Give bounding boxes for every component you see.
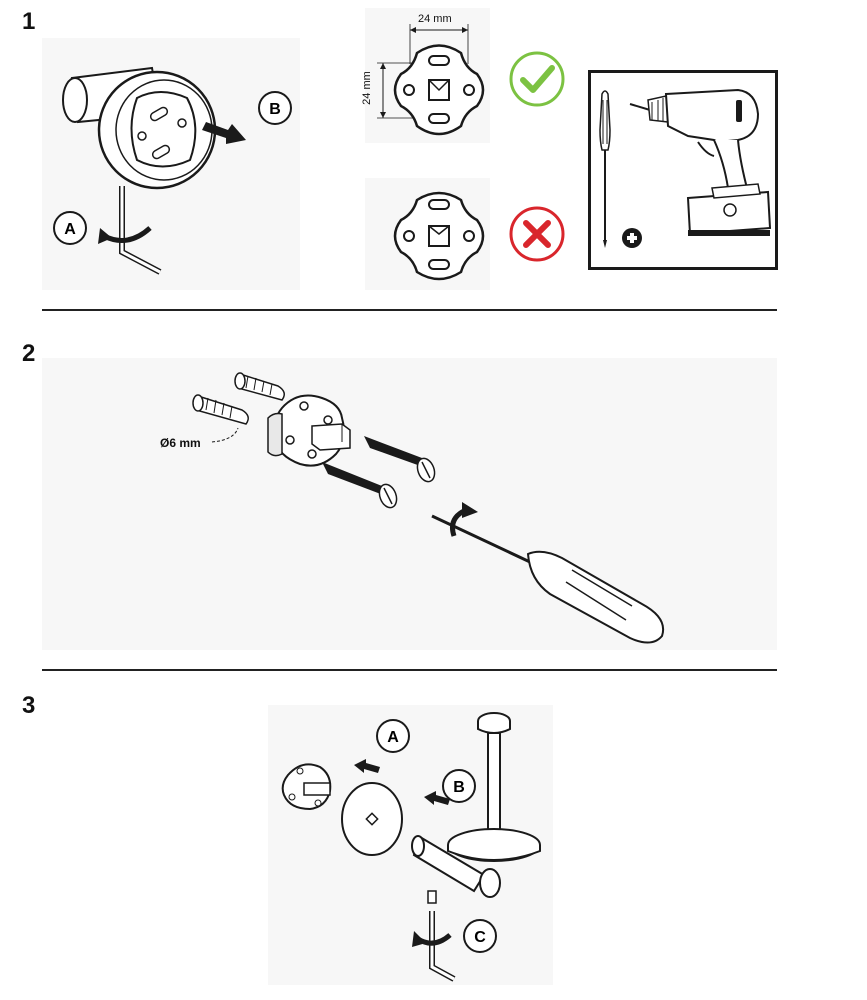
screwdriver-icon	[431, 514, 664, 644]
step-number-1: 1	[22, 8, 36, 35]
step3-assembly-illustration	[281, 712, 541, 982]
plate-correct	[377, 24, 485, 136]
dimension-width: 24 mm	[418, 13, 452, 25]
step-number-3: 3	[22, 692, 36, 719]
divider-1	[42, 309, 777, 311]
dimension-height: 24 mm	[360, 71, 373, 105]
step-number-2: 2	[22, 340, 36, 367]
label-b-badge-step3: B	[442, 769, 476, 803]
tools-box	[588, 70, 778, 270]
wall-plug-icon	[192, 394, 249, 425]
plate-wrong	[393, 191, 485, 281]
check-icon	[509, 51, 565, 107]
drill-size-label: Ø6 mm	[160, 436, 201, 450]
svg-text:B: B	[269, 101, 281, 118]
label-a-badge-step3: A	[376, 719, 410, 753]
plus-icon	[622, 228, 642, 248]
svg-text:B: B	[453, 779, 465, 796]
step2-mounting-illustration	[192, 372, 664, 644]
label-a-badge: A	[53, 211, 87, 245]
step2-mounting-panel	[42, 358, 777, 650]
label-c-badge-step3: C	[463, 919, 497, 953]
screw-icon	[322, 462, 398, 509]
step1-removal-illustration	[62, 66, 246, 275]
label-b-badge: B	[258, 91, 292, 125]
drill-icon	[629, 88, 772, 236]
wall-plug-icon	[234, 372, 285, 401]
screwdriver-icon	[599, 90, 611, 248]
screw-icon	[364, 436, 436, 483]
cross-icon	[509, 206, 565, 262]
svg-text:C: C	[474, 929, 486, 946]
svg-text:A: A	[387, 729, 399, 746]
svg-text:A: A	[64, 221, 76, 238]
divider-2	[42, 669, 777, 671]
